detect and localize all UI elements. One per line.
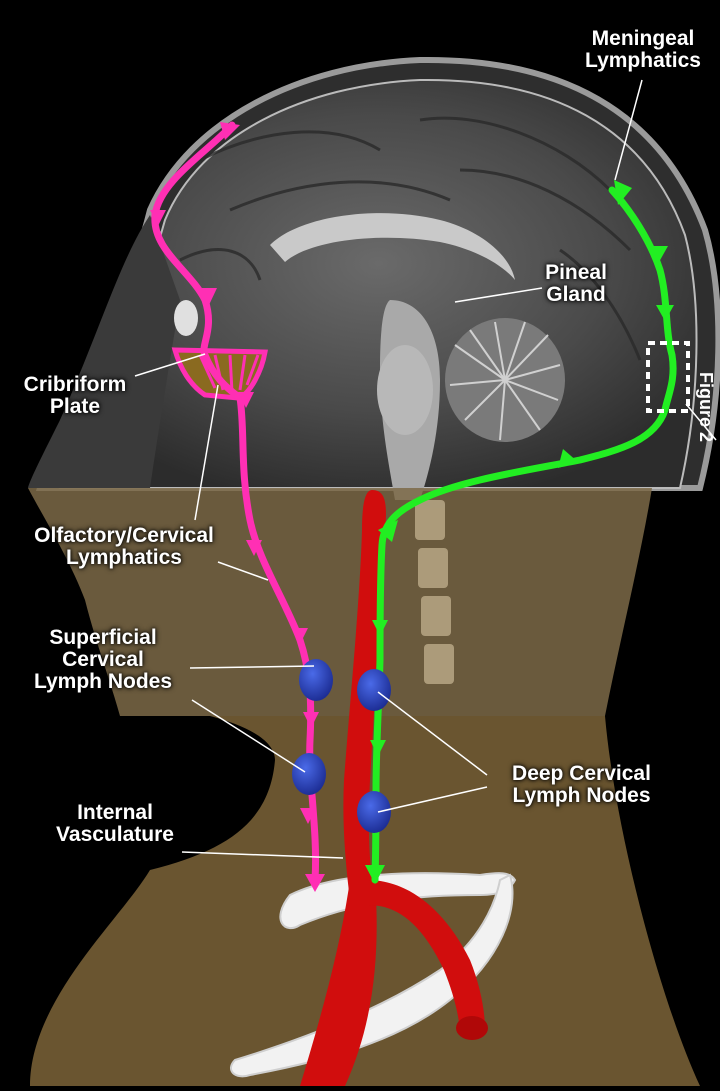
label-cribriform-line2: Plate xyxy=(10,396,140,418)
label-cribriform-plate: Cribriform Plate xyxy=(10,374,140,418)
label-meningeal-line2: Lymphatics xyxy=(573,50,713,72)
cerebellum xyxy=(445,318,565,442)
label-superficial-line3: Lymph Nodes xyxy=(28,671,178,693)
label-pineal-line1: Pineal xyxy=(531,262,621,284)
label-pineal-line2: Gland xyxy=(531,284,621,306)
label-internal-line1: Internal xyxy=(40,802,190,824)
label-internal-vasculature: Internal Vasculature xyxy=(40,802,190,846)
pons xyxy=(377,345,433,435)
label-superficial-cervical-lymph-nodes: Superficial Cervical Lymph Nodes xyxy=(28,627,178,693)
eye xyxy=(174,300,198,336)
label-cribriform-line1: Cribriform xyxy=(10,374,140,396)
label-meningeal-line1: Meningeal xyxy=(573,28,713,50)
label-olfactory-cervical-lymphatics: Olfactory/Cervical Lymphatics xyxy=(14,525,234,569)
label-deep-line2: Lymph Nodes xyxy=(489,785,674,807)
label-figure-2: Figure 2 xyxy=(695,372,716,442)
deep-node-lower xyxy=(357,791,391,833)
label-meningeal-lymphatics: Meningeal Lymphatics xyxy=(573,28,713,72)
label-deep-cervical-lymph-nodes: Deep Cervical Lymph Nodes xyxy=(489,763,674,807)
deep-node-upper xyxy=(357,669,391,711)
superficial-node-upper xyxy=(299,659,333,701)
label-pineal-gland: Pineal Gland xyxy=(531,262,621,306)
superficial-node-lower xyxy=(292,753,326,795)
label-superficial-line2: Cervical xyxy=(28,649,178,671)
label-internal-line2: Vasculature xyxy=(40,824,190,846)
label-olfactory-line1: Olfactory/Cervical xyxy=(14,525,234,547)
label-olfactory-line2: Lymphatics xyxy=(14,547,234,569)
label-deep-line1: Deep Cervical xyxy=(489,763,674,785)
label-superficial-line1: Superficial xyxy=(28,627,178,649)
